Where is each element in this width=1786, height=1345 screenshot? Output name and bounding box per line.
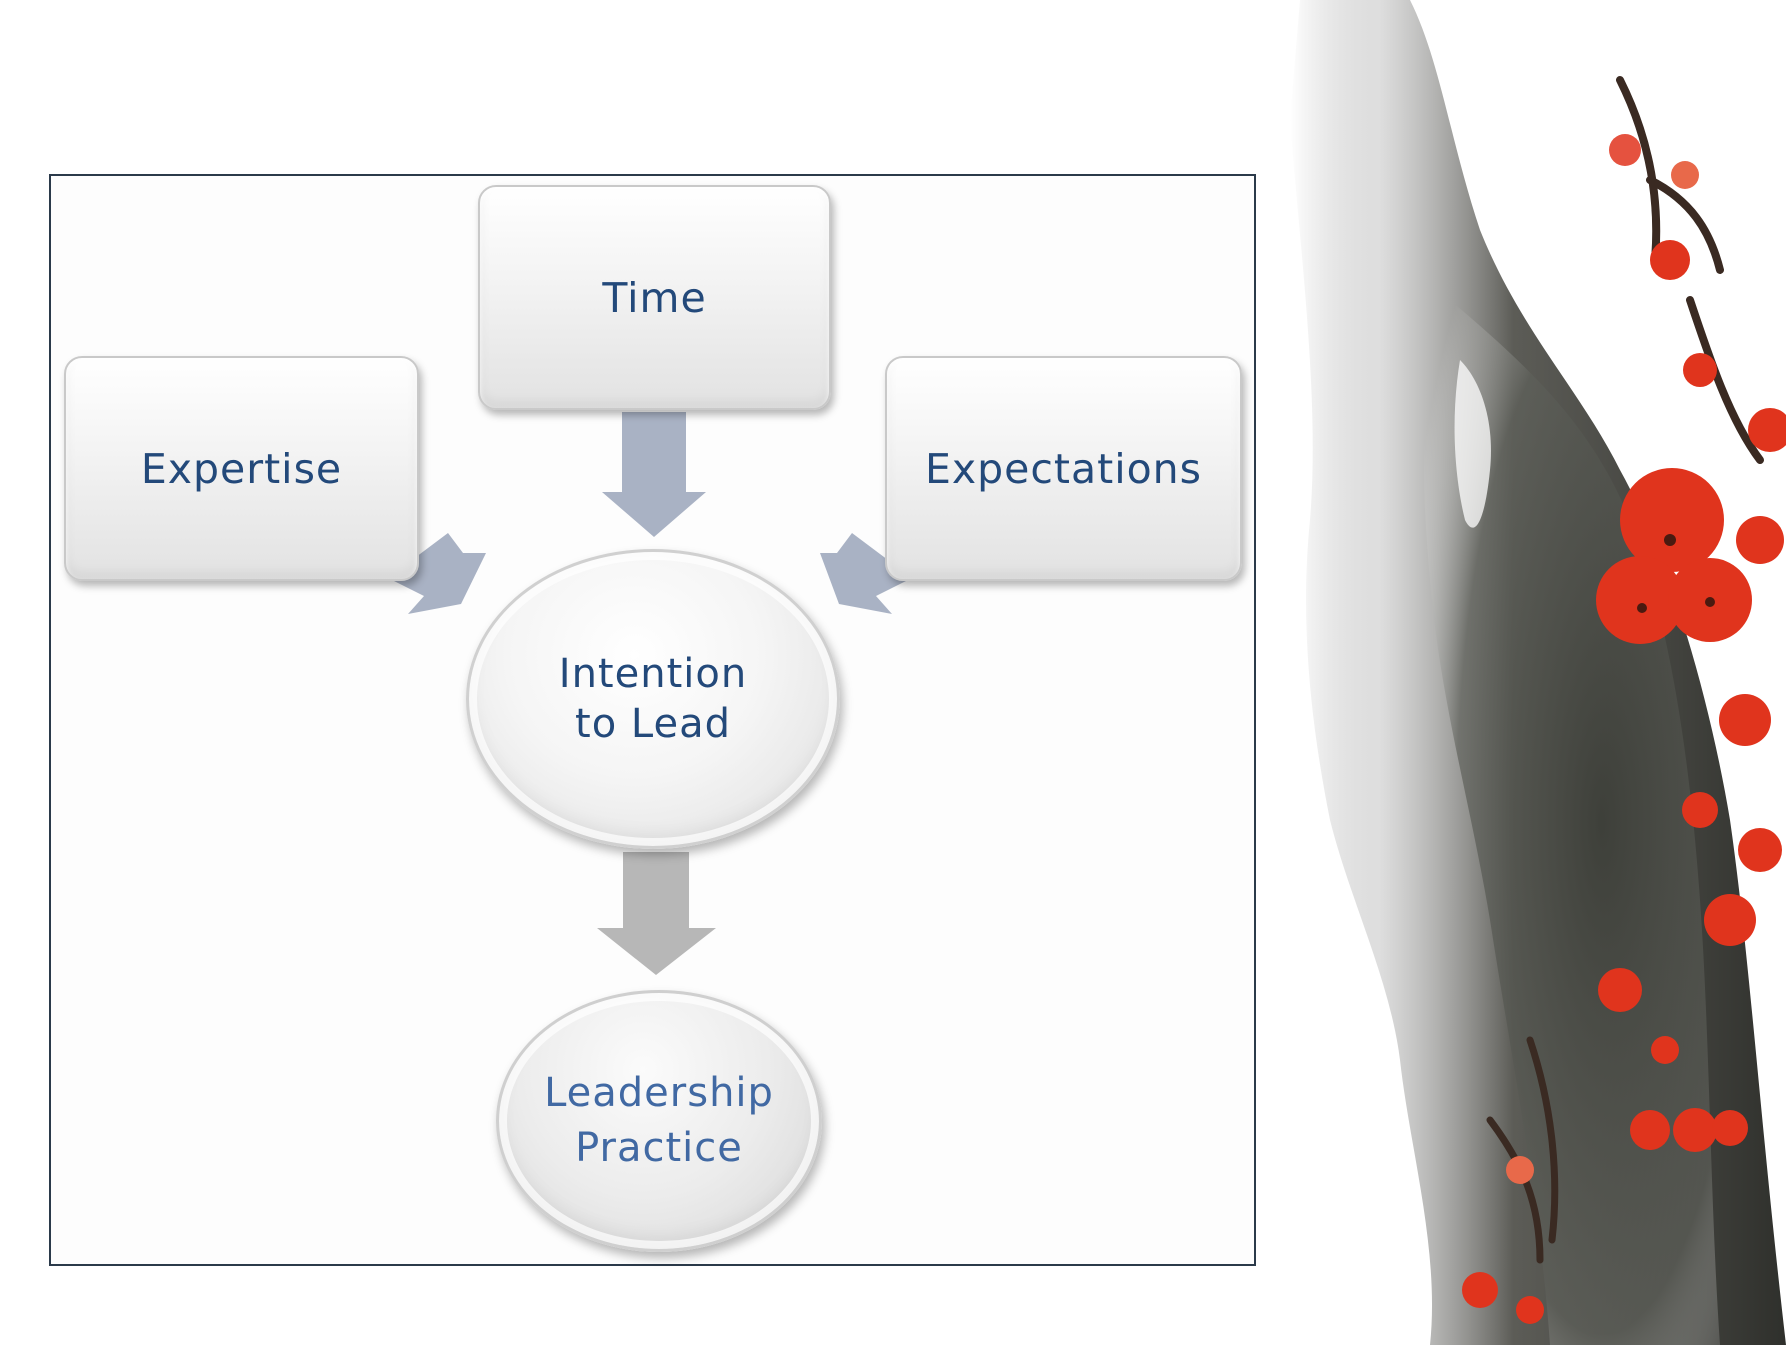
plum-blossoms (1462, 134, 1786, 1324)
node-time: Time (478, 185, 831, 410)
node-leadership-line1: Leadership (544, 1070, 774, 1116)
node-time-label: Time (602, 273, 707, 322)
arrow-expectations-to-intention (820, 533, 912, 614)
node-intention-to-lead: Intention to Lead (466, 549, 840, 849)
connector-arrows (388, 412, 912, 975)
plum-blossom-painting (1290, 0, 1786, 1345)
node-expectations-label: Expectations (924, 444, 1203, 493)
node-expectations: Expectations (885, 356, 1242, 581)
node-intention-line1: Intention (558, 651, 748, 697)
twig (1616, 76, 1764, 464)
node-leadership-practice: Leadership Practice (496, 990, 822, 1252)
node-intention-line2: to Lead (575, 701, 731, 747)
node-expertise: Expertise (64, 356, 419, 581)
arrow-time-to-intention (602, 412, 706, 537)
arrow-intention-to-leadership (597, 852, 716, 975)
arrow-expertise-to-intention (388, 533, 486, 614)
node-leadership-line2: Practice (575, 1125, 743, 1171)
node-expertise-label: Expertise (140, 444, 343, 493)
blossom-centers (1637, 534, 1715, 613)
ink-shadow (1424, 300, 1720, 1345)
ink-highlight (1454, 360, 1491, 528)
